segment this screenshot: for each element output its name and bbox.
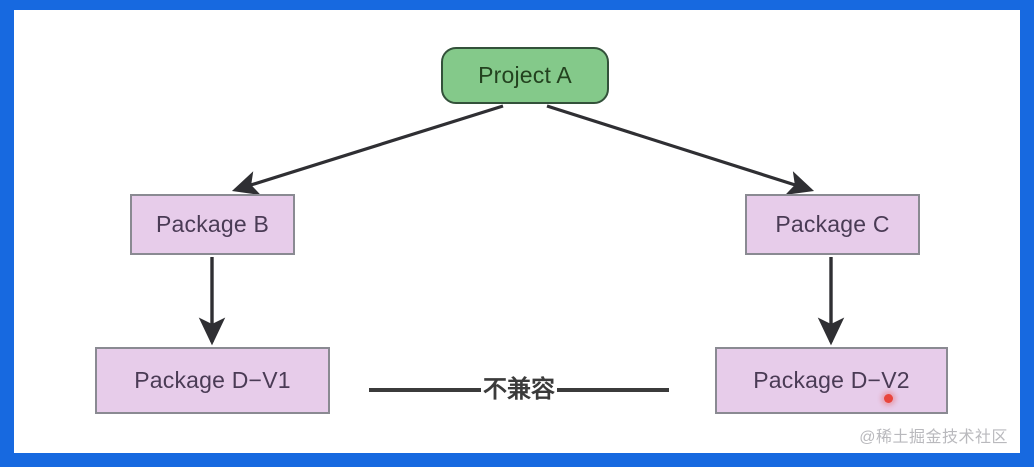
node-package-d-v2-label: Package D−V2 (753, 367, 910, 393)
edge-project-a-to-package-b (231, 104, 504, 196)
edge-project-a-to-package-c (546, 104, 815, 195)
node-package-b[interactable]: Package B (130, 194, 295, 255)
node-package-c[interactable]: Package C (745, 194, 920, 255)
node-project-a-label: Project A (478, 62, 572, 88)
red-dot-pointer-icon (884, 394, 893, 403)
node-package-c-label: Package C (775, 211, 890, 237)
relation-line-right (557, 388, 669, 392)
node-package-d-v2[interactable]: Package D−V2 (715, 347, 948, 414)
node-package-d-v1[interactable]: Package D−V1 (95, 347, 330, 414)
relation-label: 不兼容 (483, 376, 555, 403)
watermark: @稀土掘金技术社区 (859, 429, 1008, 446)
diagram-edges-layer (198, 104, 845, 346)
relation-line-left (369, 388, 481, 392)
node-package-b-label: Package B (155, 211, 270, 237)
diagram-canvas: Project A Package B Package C Package D−… (14, 10, 1020, 453)
incompatibility-relation: 不兼容 (369, 370, 669, 410)
node-project-a[interactable]: Project A (441, 47, 609, 104)
node-package-d-v1-label: Package D−V1 (134, 367, 291, 393)
